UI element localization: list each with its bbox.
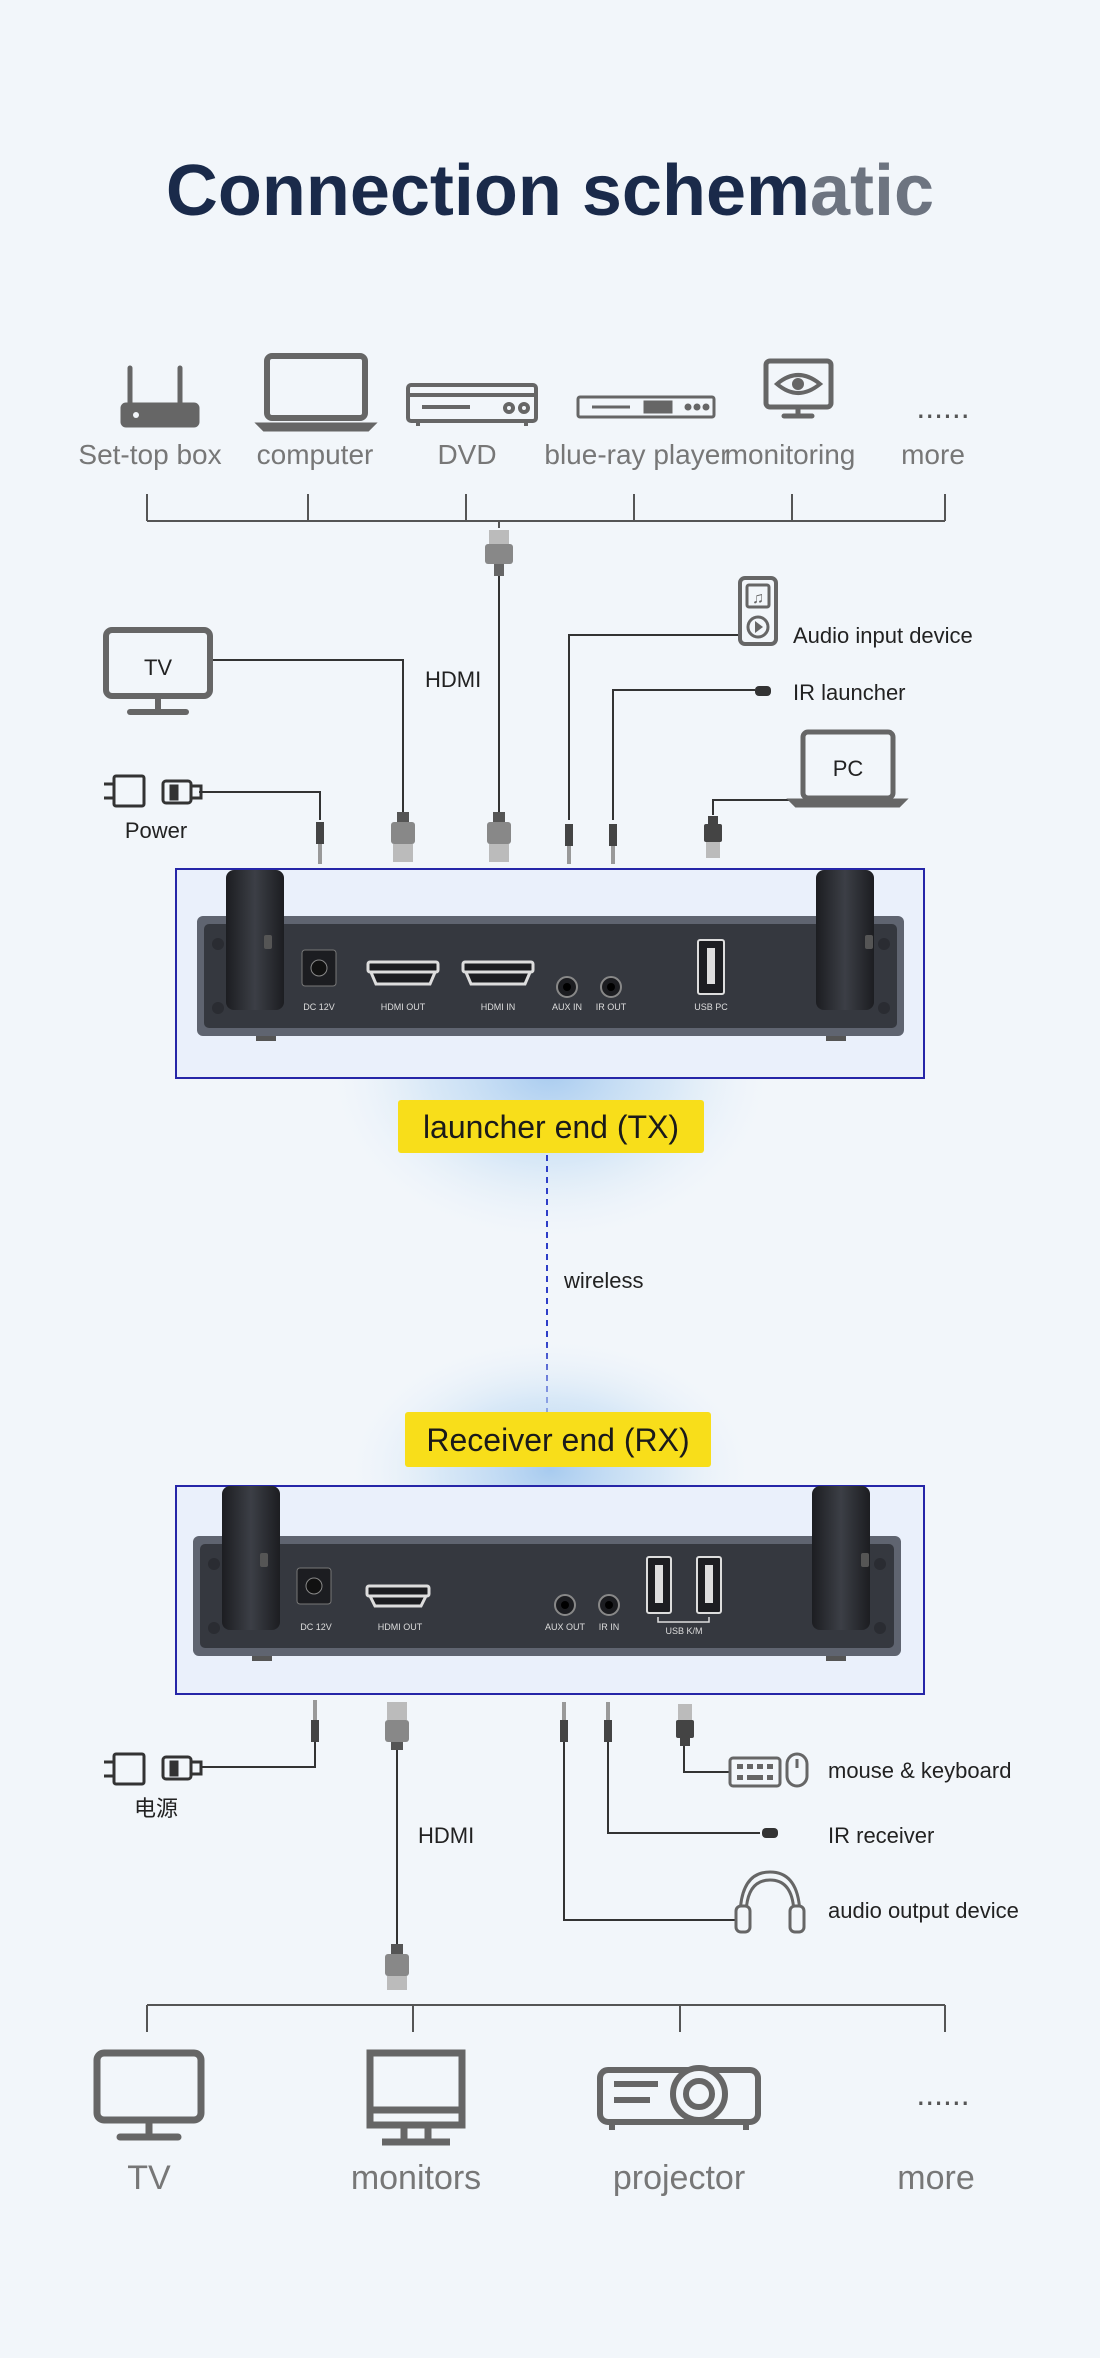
hdmi-connector-display (385, 1944, 409, 1990)
power-label-tx: Power (125, 818, 187, 843)
keyboard-mouse-icon (728, 1752, 809, 1788)
source-label-settop: Set-top box (78, 439, 221, 470)
monitoring-eye-icon (763, 358, 834, 419)
tv-icon-tx (103, 627, 213, 715)
audio-output-label: audio output device (828, 1898, 1019, 1923)
power-label-rx: 电源 (134, 1796, 178, 1821)
router-icon (120, 365, 200, 428)
pc-label: PC (833, 756, 864, 781)
hdmi-plug-source-tx (487, 812, 511, 862)
rx-port-label-usb-km: USB K/M (665, 1626, 702, 1636)
source-label-dvd: DVD (437, 439, 496, 470)
rx-port-usb-2 (696, 1556, 722, 1614)
source-label-more: more (901, 439, 965, 470)
tx-port-label-hdmi-out: HDMI OUT (381, 1002, 426, 1012)
usb-plug-tx (704, 816, 722, 858)
dvd-player-icon (406, 383, 538, 426)
power-plug-icon-tx (104, 774, 203, 808)
tx-port-label-aux-in: AUX IN (552, 1002, 582, 1012)
music-player-icon: ♫ (738, 576, 778, 646)
power-plug-icon-rx (104, 1752, 203, 1786)
tx-port-hdmi-in (461, 960, 535, 986)
page-title: Connection schematic (166, 151, 934, 231)
projector-icon-output (597, 2065, 761, 2130)
tx-device: DC 12V HDMI OUT HDMI IN AUX IN IR OUT US… (175, 868, 925, 1079)
mouse-keyboard-label: mouse & keyboard (828, 1758, 1011, 1783)
tv-icon-output (93, 2049, 205, 2141)
tx-title: launcher end (TX) (423, 1109, 679, 1145)
output-bracket (146, 2004, 946, 2032)
tx-port-aux-in (556, 976, 578, 998)
output-label-monitors: monitors (351, 2159, 481, 2197)
rx-antenna-left (222, 1486, 280, 1630)
wireless-label: wireless (563, 1268, 643, 1293)
tx-port-label-hdmi-in: HDMI IN (481, 1002, 516, 1012)
output-label-projector: projector (613, 2159, 745, 2197)
headphones-icon (734, 1870, 806, 1934)
source-label-monitoring: monitoring (725, 439, 856, 470)
ir-plug-tx (609, 824, 617, 864)
dc-plug-tx (316, 822, 324, 864)
rx-port-hdmi-out (365, 1584, 431, 1608)
tx-antenna-right (816, 870, 874, 1010)
audio-input-label: Audio input device (793, 623, 973, 648)
more-dots: ...... (916, 389, 969, 425)
hdmi-connector-source (485, 530, 513, 576)
output-label-tv: TV (127, 2159, 171, 2197)
pc-laptop-icon (786, 729, 909, 808)
rx-port-label-ir-in: IR IN (599, 1622, 620, 1632)
ir-receiver-label: IR receiver (828, 1823, 934, 1848)
rx-wires (201, 1742, 760, 1944)
usb-plug-rx (676, 1704, 694, 1746)
source-label-computer: computer (257, 439, 374, 470)
rx-device: DC 12V HDMI OUT AUX OUT IR IN USB K/M (175, 1485, 925, 1695)
ir-plug-rx (604, 1702, 612, 1742)
aux-plug-rx (560, 1702, 568, 1742)
ir-emitter-icon (755, 686, 771, 696)
tx-wires (199, 575, 800, 820)
tx-port-label-usb-pc: USB PC (694, 1002, 728, 1012)
rx-port-label-aux-out: AUX OUT (545, 1622, 586, 1632)
rx-port-label-dc: DC 12V (300, 1622, 332, 1632)
hdmi-plug-tv-tx (391, 812, 415, 862)
laptop-icon (254, 353, 378, 432)
dc-plug-rx (311, 1700, 319, 1742)
source-bracket (146, 494, 946, 528)
rx-port-dc (296, 1567, 332, 1605)
source-label-bluray: blue-ray player (544, 439, 729, 470)
aux-plug-tx (565, 824, 573, 864)
tx-port-label-ir-out: IR OUT (596, 1002, 627, 1012)
rx-antenna-right (812, 1486, 870, 1630)
tv-label-tx: TV (144, 655, 172, 680)
rx-port-label-hdmi-out: HDMI OUT (378, 1622, 423, 1632)
bluray-player-icon (576, 395, 716, 419)
hdmi-label-rx: HDMI (418, 1823, 474, 1848)
rx-port-ir-in (598, 1594, 620, 1616)
tx-port-hdmi-out (366, 960, 440, 986)
more-dots-output: ...... (916, 2076, 969, 2112)
hdmi-label-tx: HDMI (425, 667, 481, 692)
svg-text:♫: ♫ (752, 590, 764, 607)
tx-title-badge (398, 1100, 704, 1153)
rx-port-usb-1 (646, 1556, 672, 1614)
tx-antenna-left (226, 870, 284, 1010)
tx-port-dc (301, 949, 337, 987)
tx-port-usb-pc (697, 939, 725, 995)
rx-usb-bracket (657, 1617, 710, 1623)
tx-port-ir-out (600, 976, 622, 998)
tx-port-label-dc: DC 12V (303, 1002, 335, 1012)
rx-port-aux-out (554, 1594, 576, 1616)
rx-title: Receiver end (RX) (426, 1422, 689, 1458)
rx-title-badge (405, 1412, 711, 1467)
ir-launcher-label: IR launcher (793, 680, 906, 705)
hdmi-plug-rx (385, 1702, 409, 1750)
output-label-more: more (897, 2159, 974, 2197)
ir-receiver-icon (762, 1828, 778, 1838)
monitor-icon-output (366, 2049, 466, 2146)
